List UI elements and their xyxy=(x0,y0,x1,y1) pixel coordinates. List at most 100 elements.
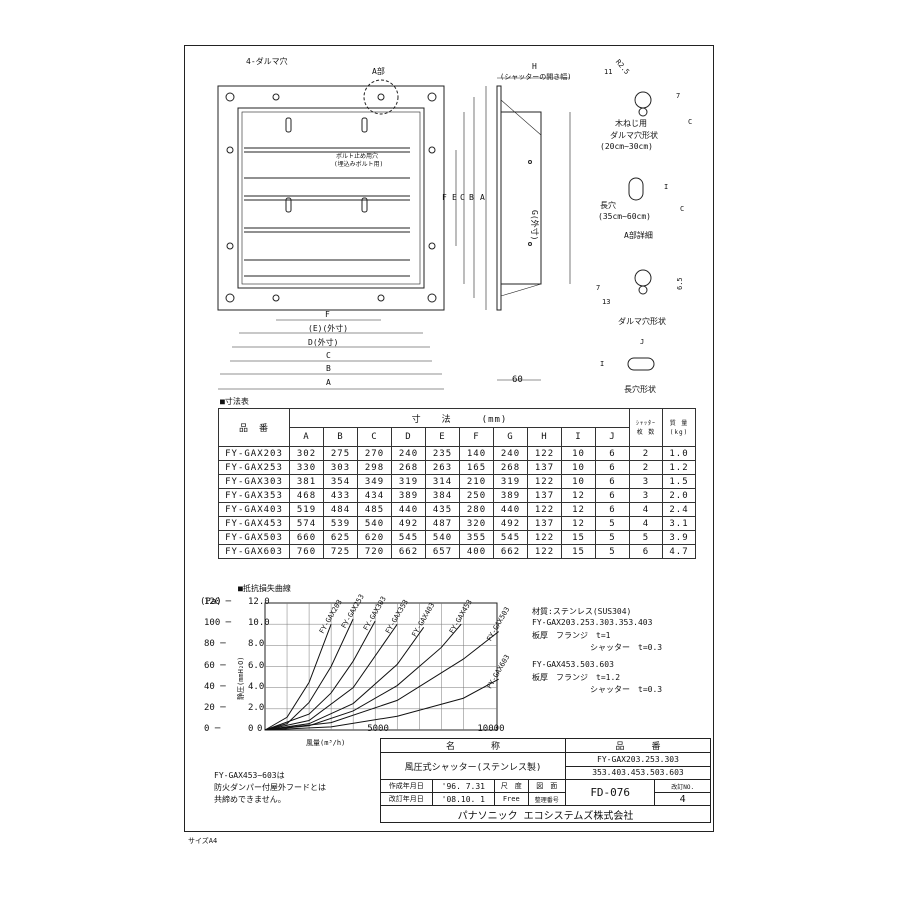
front-opening xyxy=(237,107,425,289)
dimension-cell: 122 xyxy=(527,502,562,517)
series-label-fy-gax403: FY-GAX403 xyxy=(410,601,436,638)
shutters-cell: 2 xyxy=(629,446,663,461)
company-name: パナソニック エコシステムズ株式会社 xyxy=(380,805,711,823)
bolt-hole-label: ボルト止め用穴 xyxy=(336,153,379,160)
dimension-cell: 122 xyxy=(527,530,562,545)
created-date: '96. 7.31 xyxy=(431,779,496,793)
dimension-cell: 137 xyxy=(527,516,562,531)
drawing-number: FD-076 xyxy=(564,779,656,806)
y-tick-mmh2o: 12.0 xyxy=(248,597,270,607)
dimension-cell: 574 xyxy=(289,516,324,531)
y-tick-pa: 120 ─ xyxy=(204,597,232,607)
dimension-cell: 6 xyxy=(595,488,630,503)
y-tick-pa: 80 ─ xyxy=(204,639,226,650)
dimension-cell: 280 xyxy=(459,502,494,517)
vertical-c-label: C xyxy=(460,193,465,202)
a-dim-label: A xyxy=(326,378,331,387)
series-line-fy-gax203 xyxy=(264,623,332,731)
dimension-cell: 484 xyxy=(323,502,358,517)
y-tick-mmh2o: 2.0 xyxy=(248,702,265,713)
dimension-cell: 270 xyxy=(357,446,392,461)
dimension-cell: 15 xyxy=(561,544,596,559)
weight-cell: 1.0 xyxy=(662,446,696,461)
dimension-cell: 6 xyxy=(595,446,630,461)
dimension-cell: 240 xyxy=(493,446,528,461)
scale-label: 尺 度 xyxy=(494,779,529,793)
series-label-fy-gax603: FY-GAX603 xyxy=(485,653,511,690)
dimension-cell: 319 xyxy=(493,474,528,489)
column-header-c: C xyxy=(357,427,392,447)
x-tick: 10000 xyxy=(477,724,505,734)
f-dim-label: F xyxy=(325,310,330,319)
j-label: J xyxy=(640,338,645,346)
y-tick-mmh2o: 10.0 xyxy=(248,618,270,629)
column-header-j: J xyxy=(595,427,630,447)
front-flange-outline xyxy=(217,85,445,311)
series-line-fy-gax253 xyxy=(264,618,354,731)
y-tick-mmh2o: 0 xyxy=(248,724,254,734)
a-part-label: A部 xyxy=(372,67,385,76)
dimension-cell: 720 xyxy=(357,544,392,559)
d-dim-label: D(外寸) xyxy=(308,338,339,347)
wood-screw-label: 木ねじ用 xyxy=(615,119,647,128)
dimension-cell: 320 xyxy=(459,516,494,531)
dimension-cell: 355 xyxy=(459,530,494,545)
dimension-cell: 389 xyxy=(391,488,426,503)
range-20-30-label: (20cm~30cm) xyxy=(600,142,653,151)
dimension-cell: 540 xyxy=(357,516,392,531)
dimension-cell: 545 xyxy=(391,530,426,545)
dimension-cell: 434 xyxy=(357,488,392,503)
c2-label: C xyxy=(680,205,685,213)
product-header: 品 番 xyxy=(218,408,290,447)
dimension-cell: 122 xyxy=(527,446,562,461)
dimension-cell: 539 xyxy=(323,516,358,531)
shutters-cell: 4 xyxy=(629,516,663,531)
weight-cell: 4.7 xyxy=(662,544,696,559)
shutter-count-header: ｼｬｯﾀｰ枚 数 xyxy=(629,408,663,447)
dimension-cell: 440 xyxy=(493,502,528,517)
revised-label: 改訂年月日 xyxy=(380,792,433,806)
dimension-cell: 235 xyxy=(425,446,460,461)
dimension-cell: 725 xyxy=(323,544,358,559)
dimension-table-title: ■寸法表 xyxy=(220,397,249,406)
dimension-cell: 468 xyxy=(289,488,324,503)
dimension-cell: 302 xyxy=(289,446,324,461)
dimension-cell: 240 xyxy=(391,446,426,461)
dimension-cell: 10 xyxy=(561,460,596,475)
model-cell: FY-GAX403 xyxy=(218,502,290,517)
dimension-cell: 5 xyxy=(595,544,630,559)
weight-cell: 2.4 xyxy=(662,502,696,517)
note-line-3: 共締めできません。 xyxy=(214,795,286,804)
y-tick-pa: 100 ─ xyxy=(204,618,232,629)
dimension-cell: 381 xyxy=(289,474,324,489)
dimension-cell: 140 xyxy=(459,446,494,461)
dimension-cell: 435 xyxy=(425,502,460,517)
group2-models: FY-GAX453.503.603 xyxy=(532,660,614,669)
x-tick: 0 xyxy=(257,724,263,734)
dimension-cell: 519 xyxy=(289,502,324,517)
dimension-header: 寸 法 (mm) xyxy=(289,408,630,428)
dimension-cell: 275 xyxy=(323,446,358,461)
column-header-h: H xyxy=(527,427,562,447)
name-header: 名 称 xyxy=(380,738,566,753)
weight-cell: 1.2 xyxy=(662,460,696,475)
thirteen-label: 13 xyxy=(602,298,611,306)
product-name: 風圧式シャッター(ステンレス製) xyxy=(380,752,566,780)
drawing-sheet xyxy=(184,45,714,832)
column-header-f: F xyxy=(459,427,494,447)
dimension-cell: 657 xyxy=(425,544,460,559)
series-line-fy-gax403 xyxy=(264,627,425,731)
dimension-cell: 6 xyxy=(595,474,630,489)
h-label: H xyxy=(532,62,537,71)
dimension-cell: 660 xyxy=(289,530,324,545)
c-detail-label: C xyxy=(688,118,693,126)
column-header-d: D xyxy=(391,427,426,447)
b-dim-label: B xyxy=(326,364,331,373)
